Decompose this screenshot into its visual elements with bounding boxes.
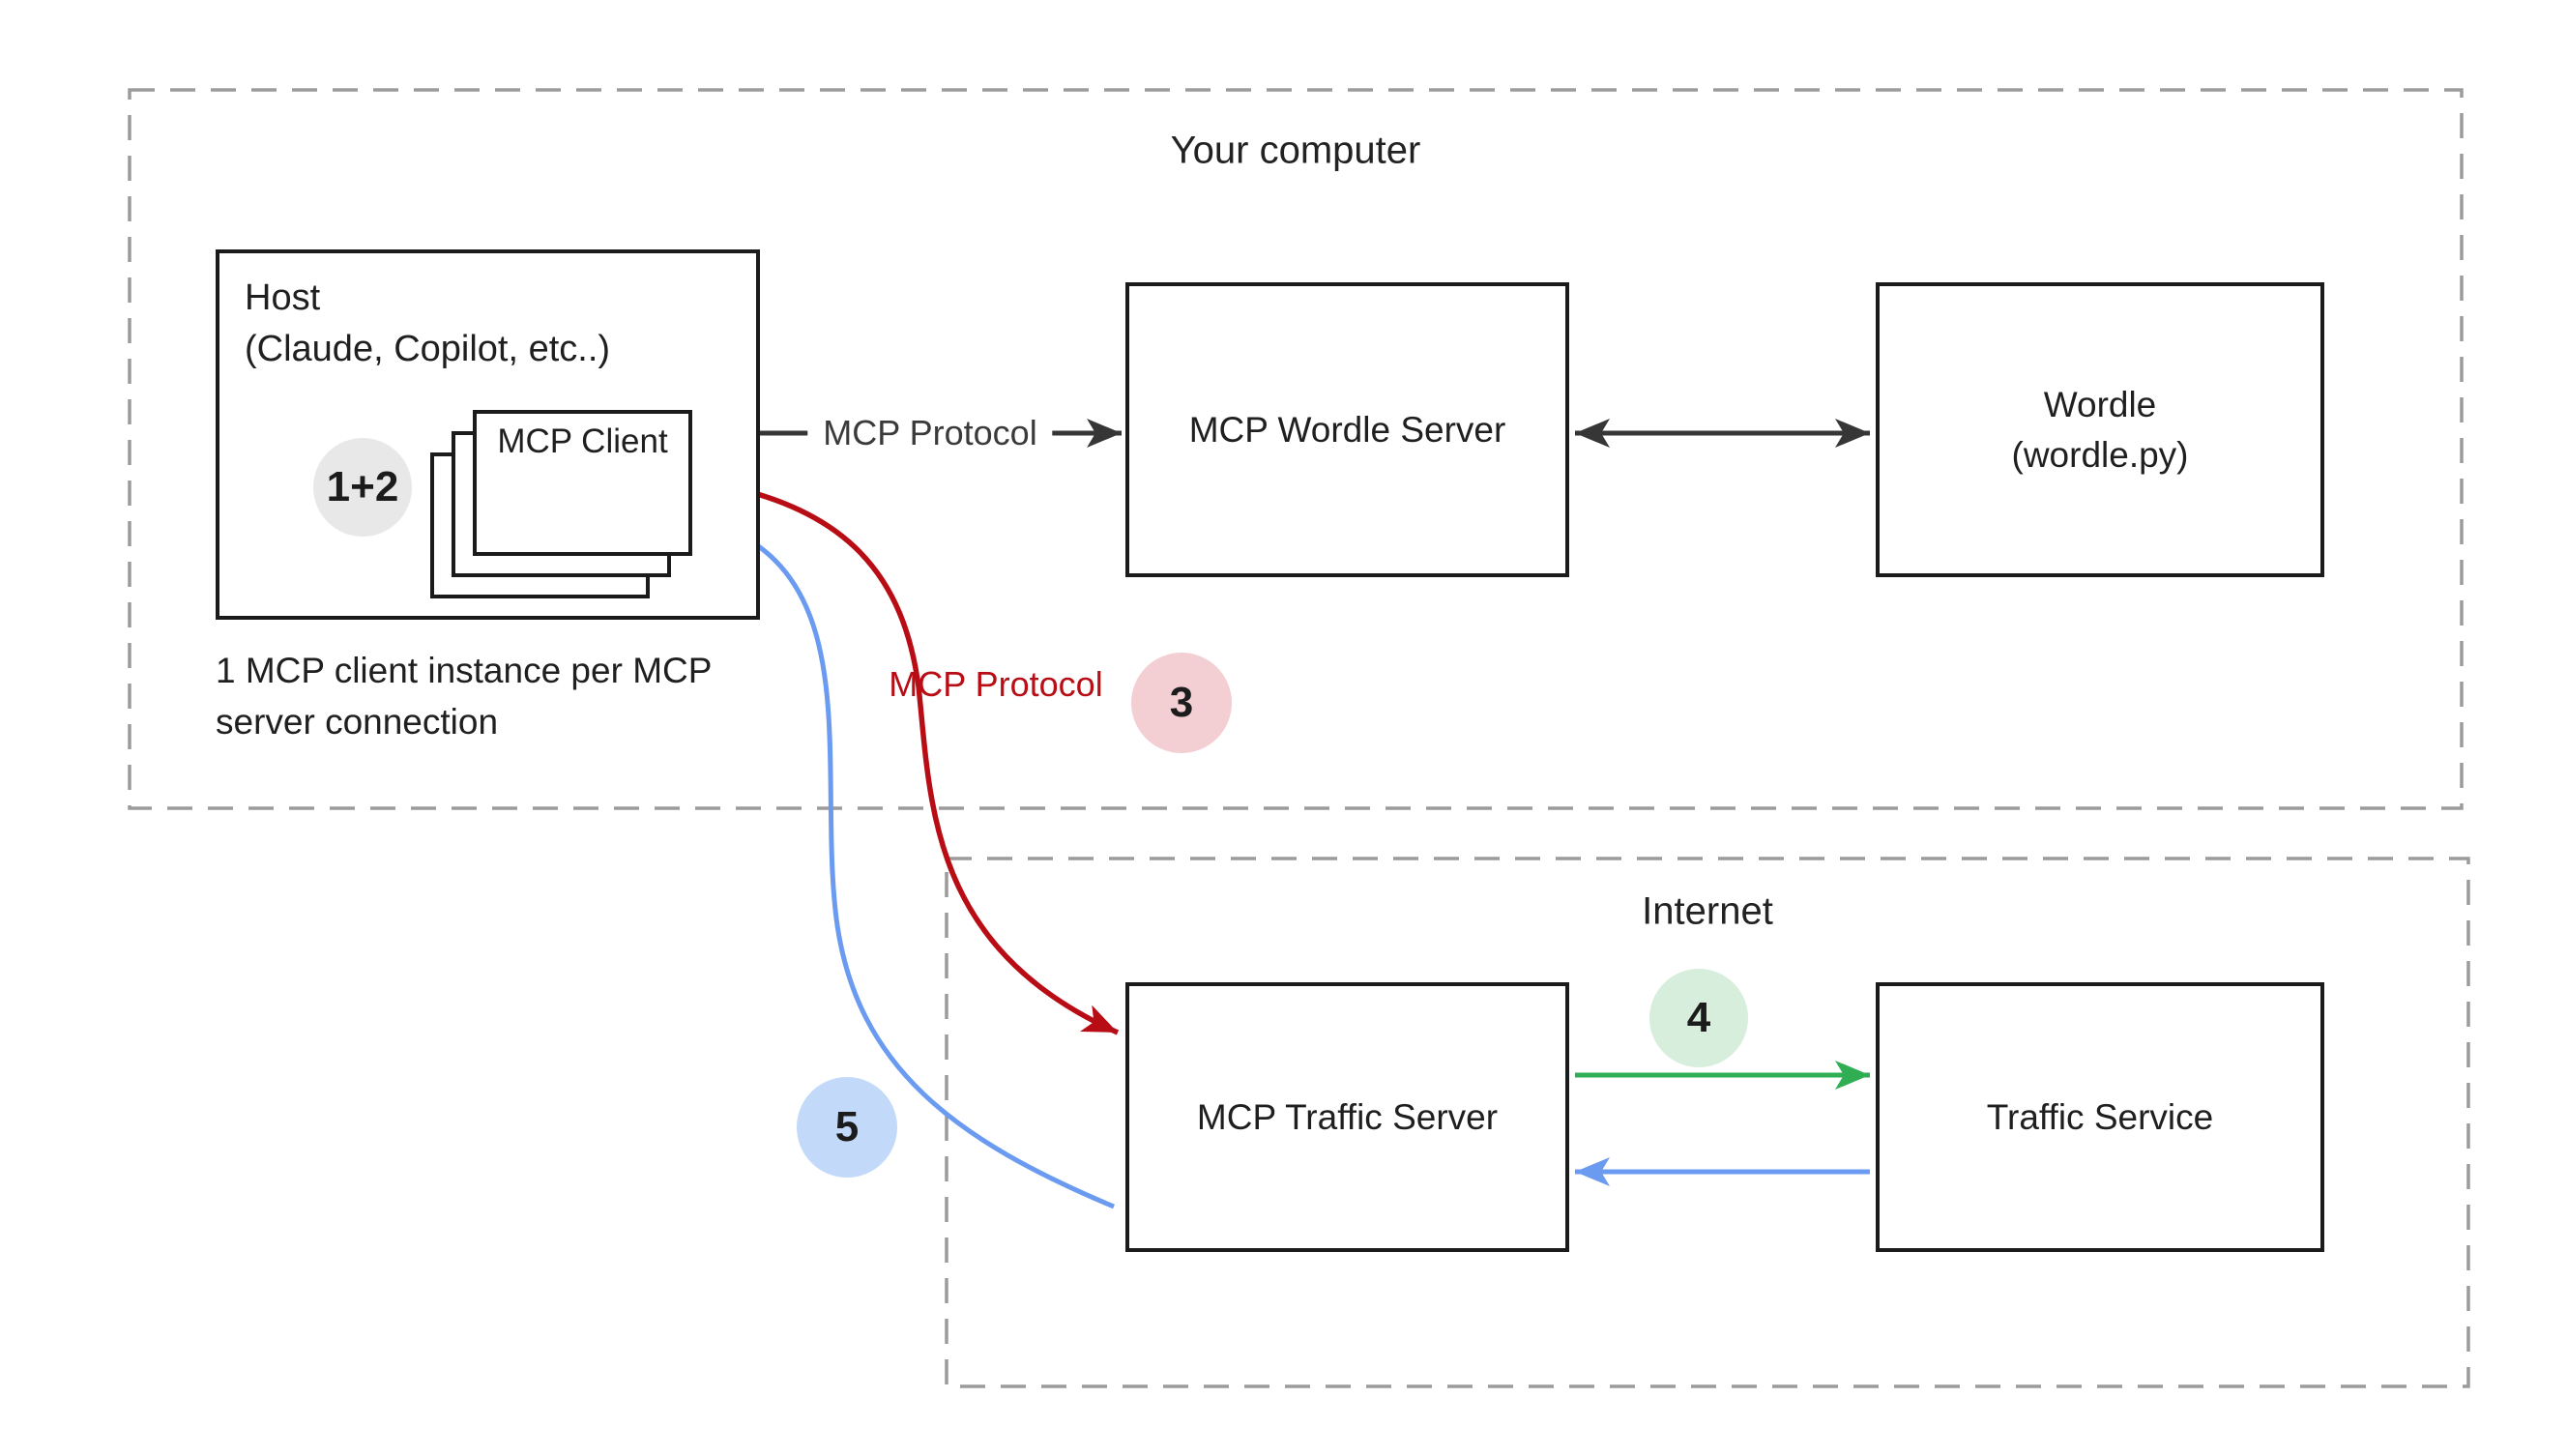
mcp-protocol-arrow-label: MCP Protocol bbox=[807, 413, 1053, 453]
mcp-client-label: MCP Client bbox=[497, 422, 668, 460]
step-badge-5-label: 5 bbox=[834, 1103, 860, 1150]
wordle-node: Wordle (wordle.py) bbox=[1876, 282, 2324, 577]
your-computer-group-label: Your computer bbox=[1170, 129, 1421, 172]
step-badge-3: 3 bbox=[1131, 653, 1232, 753]
step-badge-5: 5 bbox=[797, 1077, 897, 1178]
step-badge-1-2: 1+2 bbox=[313, 438, 412, 537]
mcp-traffic-server-label: MCP Traffic Server bbox=[1196, 1096, 1499, 1137]
host-subtitle-line: (Claude, Copilot, etc..) bbox=[245, 329, 611, 370]
host-title-line: Host bbox=[245, 277, 321, 318]
host-node-title: Host (Claude, Copilot, etc..) bbox=[245, 273, 610, 375]
client-instance-note-line1: 1 MCP client instance per MCP bbox=[216, 651, 713, 690]
internet-group-label: Internet bbox=[1642, 889, 1773, 933]
step-badge-3-label: 3 bbox=[1169, 679, 1194, 726]
traffic-service-node: Traffic Service bbox=[1876, 982, 2324, 1252]
wordle-label-line1: Wordle bbox=[2043, 384, 2157, 424]
remote-mcp-protocol-label: MCP Protocol bbox=[889, 664, 1103, 704]
step-badge-4-label: 4 bbox=[1686, 994, 1711, 1041]
client-instance-note-line2: server connection bbox=[216, 701, 499, 742]
step-badge-1-2-label: 1+2 bbox=[326, 463, 399, 510]
remote-response-curve-arrow bbox=[701, 514, 1115, 1209]
mcp-client-node: MCP Client bbox=[473, 410, 692, 556]
mcp-wordle-server-label: MCP Wordle Server bbox=[1188, 409, 1506, 450]
client-instance-note: 1 MCP client instance per MCP server con… bbox=[216, 646, 712, 747]
mcp-wordle-server-node: MCP Wordle Server bbox=[1125, 282, 1569, 577]
mcp-traffic-server-node: MCP Traffic Server bbox=[1125, 982, 1569, 1252]
step-badge-4: 4 bbox=[1649, 969, 1748, 1067]
wordle-label-line2: (wordle.py) bbox=[2011, 434, 2189, 475]
traffic-service-label: Traffic Service bbox=[1986, 1096, 2214, 1137]
